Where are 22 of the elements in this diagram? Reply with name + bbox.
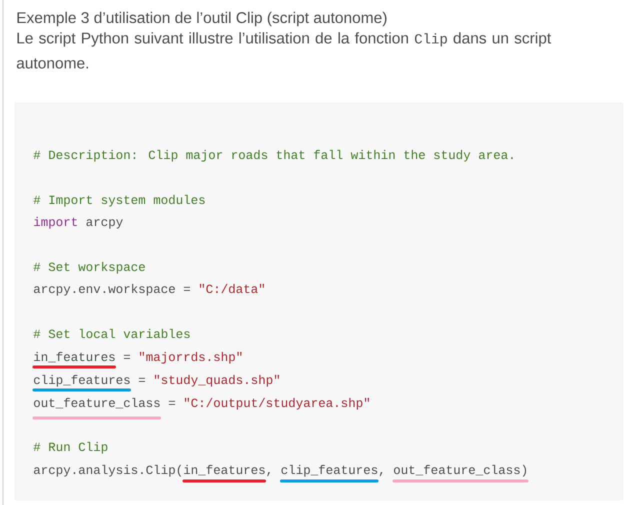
code-comment: # Set local variables (34, 328, 190, 338)
code-text: arcpy.analysis.Clip(in_features, clip_features, out_feature_class) (34, 464, 526, 477)
code-text: clip_features = (34, 374, 145, 387)
code-comment: # Description: Clip major roads that fall within the study area. (34, 150, 513, 162)
code-comment: # Run Clip (34, 442, 108, 454)
code-text: arcpy (86, 219, 123, 229)
label: dans un script (454, 32, 552, 47)
label: Clip (414, 33, 447, 46)
code-text: out_feature_class = (34, 398, 175, 408)
code-string: "study_quads.shp" (154, 374, 279, 387)
code-string: "majorrds.shp" (140, 352, 242, 364)
paragraph: Le script Python suivant illustre l’utilisation de la fonction Clip dans un script autonome. (16, 32, 552, 69)
code-comment: # Set workspace (34, 262, 145, 274)
code-text: arcpy.env.workspace = (34, 284, 190, 296)
label: Le script Python suivant illustre l’utilisation de la fonction (17, 32, 408, 47)
heading: Exemple 3 d’utilisation de l’outil Clip (script autonome) (17, 12, 386, 26)
code-keyword: import (34, 216, 77, 229)
code-string: "C:/data" (200, 284, 264, 294)
code-comment: # Import system modules (34, 194, 205, 207)
code-text: in_features = (34, 352, 130, 362)
label: autonome. (16, 58, 88, 69)
code-string: "C:/output/studyarea.shp" (184, 398, 369, 410)
